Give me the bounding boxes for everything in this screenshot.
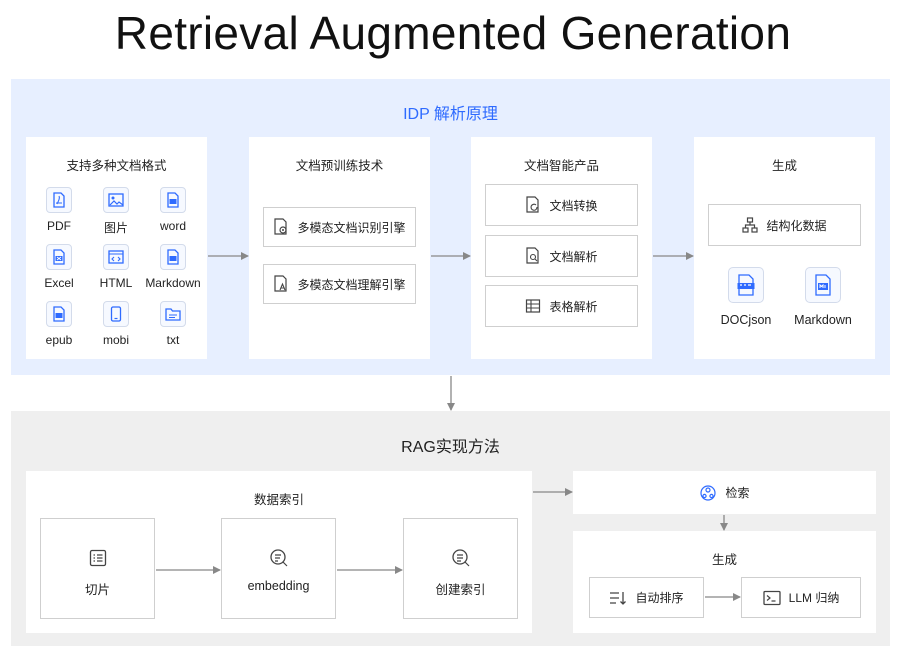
doc-scan-icon [274, 218, 288, 235]
step-llm-summary: LLM 归纳 [741, 577, 861, 618]
doc-conversion: 文档转换 [485, 184, 638, 226]
table-parsing: 表格解析 [485, 285, 638, 327]
step-embedding: embedding [221, 518, 336, 619]
rag-generate-title: 生成 [711, 553, 737, 567]
epub-icon [46, 301, 72, 327]
format-excel: Excel [30, 244, 88, 290]
retrieve-card: 检索 [573, 471, 876, 514]
format-markdown: Markdown [144, 244, 202, 290]
folder-icon [160, 301, 186, 327]
format-pdf: PDF [30, 187, 88, 233]
formats-title: 支持多种文档格式 [66, 159, 167, 173]
sort-icon [610, 591, 627, 605]
formats-card: 支持多种文档格式 PDF 图片 word Excel HTML Markdow [26, 137, 207, 359]
doc-convert-icon [526, 196, 540, 213]
format-epub: epub [30, 301, 88, 347]
products-title: 文档智能产品 [523, 159, 599, 173]
pretrain-card: 文档预训练技术 多模态文档识别引擎 多模态文档理解引擎 [249, 137, 430, 359]
idp-title: IDP 解析原理 [403, 106, 498, 123]
format-mobi: mobi [87, 301, 145, 347]
format-word: word [144, 187, 202, 233]
format-txt: txt [144, 301, 202, 347]
markdown-file-icon [805, 267, 841, 303]
mobile-icon [103, 301, 129, 327]
pretrain-title: 文档预训练技术 [295, 159, 384, 173]
multimodal-recognition-engine: 多模态文档识别引擎 [263, 207, 416, 247]
format-image: 图片 [87, 187, 145, 236]
image-icon [103, 187, 129, 213]
doc-text-icon [274, 275, 288, 292]
docjson-file-icon [728, 267, 764, 303]
hierarchy-icon [742, 217, 759, 233]
data-index-title: 数据索引 [253, 493, 304, 507]
format-html: HTML [87, 244, 145, 290]
multimodal-understanding-engine: 多模态文档理解引擎 [263, 264, 416, 304]
rag-title: RAG实现方法 [401, 439, 500, 456]
excel-icon [46, 244, 72, 270]
step-auto-rank: 自动排序 [589, 577, 704, 618]
markdown-icon [160, 244, 186, 270]
diagram-title: Retrieval Augmented Generation [114, 7, 792, 59]
output-markdown: Markdown [783, 267, 863, 327]
terminal-icon [763, 590, 781, 605]
table-icon [526, 299, 541, 313]
word-icon [160, 187, 186, 213]
network-icon [700, 484, 717, 501]
pdf-icon [46, 187, 72, 213]
doc-parsing: 文档解析 [485, 235, 638, 277]
structured-data: 结构化数据 [708, 204, 861, 246]
generate-card: 生成 结构化数据 DOCjson Markdown [694, 137, 875, 359]
search-text-icon [268, 547, 290, 569]
doc-search-icon [526, 247, 540, 264]
html-icon [103, 244, 129, 270]
step-create-index: 创建索引 [403, 518, 518, 619]
products-card: 文档智能产品 文档转换 文档解析 表格解析 [471, 137, 652, 359]
step-chunking: 切片 [40, 518, 155, 619]
generate-title: 生成 [771, 159, 797, 173]
search-list-icon [450, 547, 472, 569]
list-icon [87, 547, 109, 569]
output-docjson: DOCjson [706, 267, 786, 327]
